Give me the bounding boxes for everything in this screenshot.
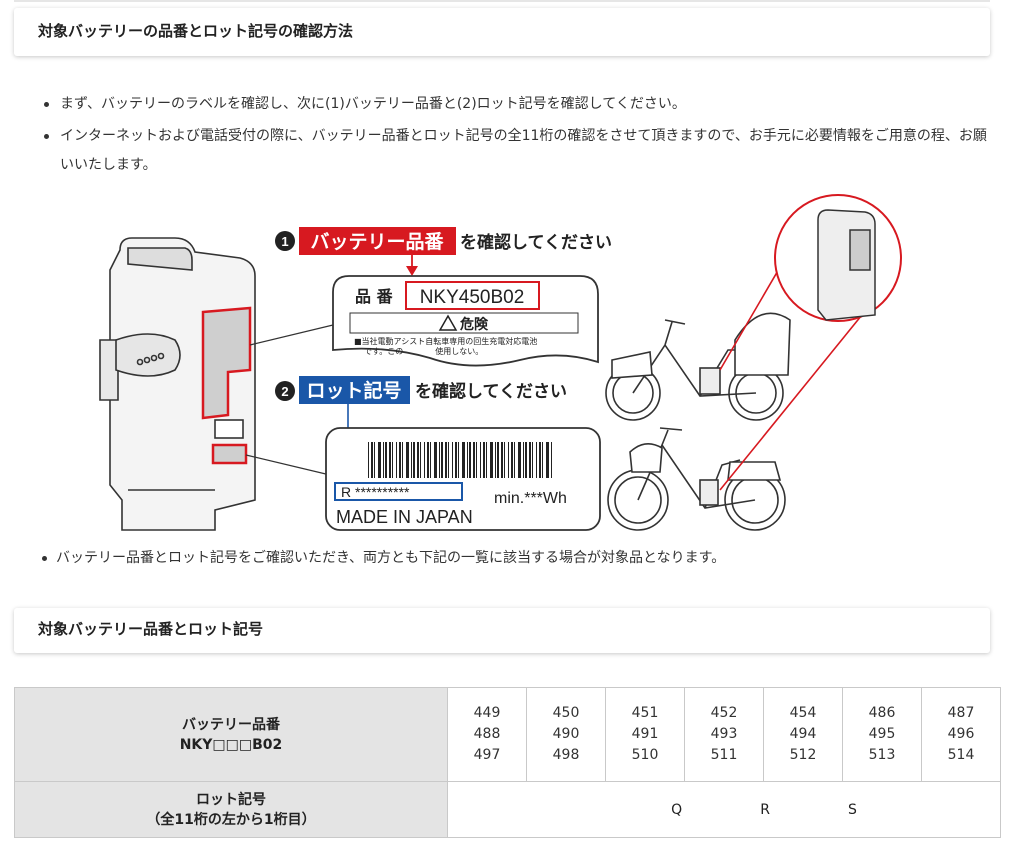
header-line: （全11桁の左から1桁目） (146, 811, 316, 828)
section-heading-confirm-method: 対象バッテリーの品番とロット記号の確認方法 (14, 8, 990, 56)
lot-code-header: ロット記号 （全11桁の左から1桁目） (14, 781, 448, 838)
label-card-part (332, 275, 599, 367)
step2-tag-bg (299, 376, 410, 404)
lot-value: Q (671, 801, 683, 818)
step2-text: を確認してください (415, 381, 567, 402)
list-item: まず、バッテリーのラベルを確認し、次に(1)バッテリー品番と(2)ロット記号を確… (40, 90, 990, 119)
section-heading-text: 対象バッテリーの品番とロット記号の確認方法 (38, 22, 354, 40)
table-row: ロット記号 （全11桁の左から1桁目） Q R S (14, 781, 1001, 838)
lot-code-cell: Q R S (447, 781, 1001, 838)
step1-tag-bg (299, 227, 456, 255)
label-card-lot (325, 427, 601, 531)
made-in: MADE IN JAPAN (336, 507, 473, 527)
part-number-box (405, 281, 540, 310)
header-line: NKY□□□B02 (179, 736, 283, 753)
step1-text: を確認してください (460, 232, 612, 253)
top-divider (14, 0, 990, 2)
list-item: インターネットおよび電話受付の際に、バッテリー品番とロット記号の全11桁の確認を… (40, 122, 990, 180)
section-heading-text: 対象バッテリー品番とロット記号 (38, 620, 264, 638)
zoom-battery (817, 209, 876, 321)
lot-code: R ********** (341, 484, 410, 500)
step2-tag: ロット記号 (306, 379, 401, 402)
warning-line2: です。この 使用しない。 (364, 346, 483, 356)
step1-tag: バッテリー品番 (310, 231, 444, 253)
step1-number-badge (275, 231, 295, 251)
warning-line1: ■当社電動アシスト自転車専用の回生充電対応電池 (354, 336, 537, 346)
lot-highlight (211, 443, 248, 465)
bicycle-top (605, 312, 791, 421)
barcode (368, 442, 552, 478)
battery-drawing (99, 237, 256, 531)
header-line: バッテリー品番 (182, 716, 280, 733)
instruction-list: まず、バッテリーのラベルを確認し、次に(1)バッテリー品番と(2)ロット記号を確… (40, 90, 990, 183)
header-line: ロット記号 (196, 791, 266, 808)
note-list: バッテリー品番とロット記号をご確認いただき、両方とも下記の一覧に該当する場合が対… (40, 544, 990, 573)
battery-label-illustration: 1 バッテリー品番 を確認してください 品 番 NKY450B02 危険 ■当社… (99, 194, 902, 531)
part-label: 品 番 (355, 287, 394, 306)
part-number-header: バッテリー品番 NKY□□□B02 (14, 687, 448, 782)
lot-value: S (847, 801, 857, 818)
label-highlight (201, 306, 252, 420)
step2-number-badge (275, 381, 295, 401)
step1-number: 1 (281, 234, 288, 249)
lot-value: R (760, 801, 770, 818)
part-number: NKY450B02 (420, 287, 525, 308)
warning-text: 危険 (459, 316, 489, 333)
bicycle-bottom (607, 427, 786, 531)
list-item: バッテリー品番とロット記号をご確認いただき、両方とも下記の一覧に該当する場合が対… (40, 544, 990, 573)
section-heading-target-list: 対象バッテリー品番とロット記号 (14, 608, 990, 653)
lot-code-box (334, 482, 463, 501)
capacity: min.***Wh (494, 490, 567, 507)
step2-number: 2 (281, 384, 288, 399)
